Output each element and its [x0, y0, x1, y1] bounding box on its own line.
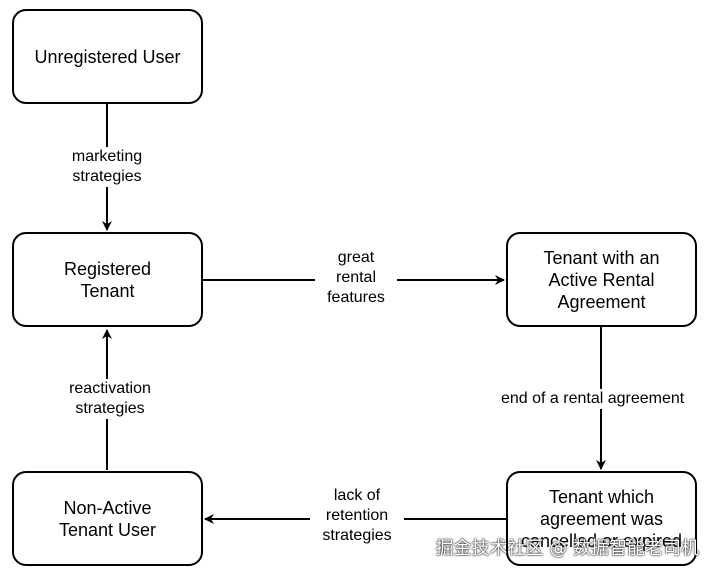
- node-unregistered-user-label: Unregistered User: [34, 46, 181, 67]
- edge-label-lack-of-retention: lack of retention strategies: [310, 486, 404, 546]
- node-registered-tenant: Registered Tenant: [12, 232, 203, 327]
- node-tenant-active-agreement-label: Tenant with an Active Rental Agreement: [543, 247, 660, 312]
- edge-label-end-of-agreement: end of a rental agreement: [498, 389, 688, 409]
- edge-label-reactivation: reactivation strategies: [58, 379, 162, 419]
- watermark: 掘金技术社区 @ 数据智能老司机: [435, 538, 699, 559]
- node-tenant-active-agreement: Tenant with an Active Rental Agreement: [506, 232, 697, 327]
- edge-label-great-rental: great rental features: [315, 248, 397, 308]
- edge-label-marketing: marketing strategies: [62, 147, 152, 187]
- node-non-active-tenant: Non-Active Tenant User: [12, 471, 203, 566]
- node-unregistered-user: Unregistered User: [12, 9, 203, 104]
- node-tenant-cancelled: Tenant which agreement was cancelled or …: [506, 471, 697, 566]
- node-registered-tenant-label: Registered Tenant: [63, 258, 152, 301]
- node-tenant-cancelled-label: Tenant which agreement was cancelled or …: [520, 486, 683, 551]
- node-non-active-tenant-label: Non-Active Tenant User: [58, 497, 157, 540]
